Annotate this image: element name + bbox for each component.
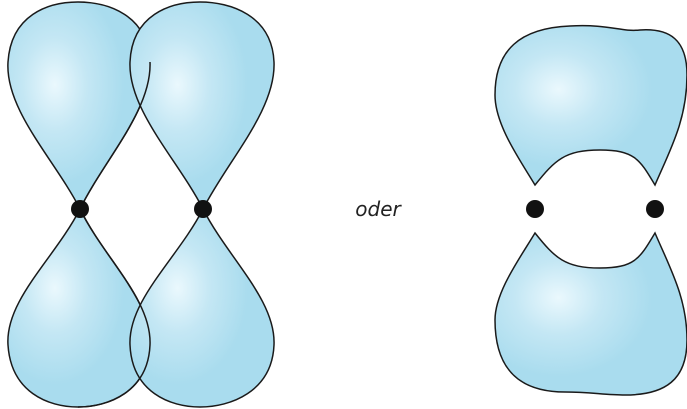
left-orbital-pair <box>7 1 275 408</box>
upper-overlap-outline <box>79 61 151 210</box>
lower-overlap-outline <box>77 208 151 408</box>
right-atom-lower-lobe <box>129 207 275 408</box>
left-atom <box>71 200 89 218</box>
right-figure-right-atom <box>646 200 664 218</box>
left-atom-upper-lobe <box>7 1 151 211</box>
right-orbital-pair <box>494 24 687 396</box>
right-atom-upper-lobe <box>129 1 275 211</box>
left-atom-lower-lobe <box>7 207 151 408</box>
merged-upper-lobe <box>494 24 687 187</box>
merged-lower-lobe <box>494 231 687 396</box>
connector-label: oder <box>355 197 402 221</box>
right-figure-left-atom <box>526 200 544 218</box>
right-atom <box>194 200 212 218</box>
